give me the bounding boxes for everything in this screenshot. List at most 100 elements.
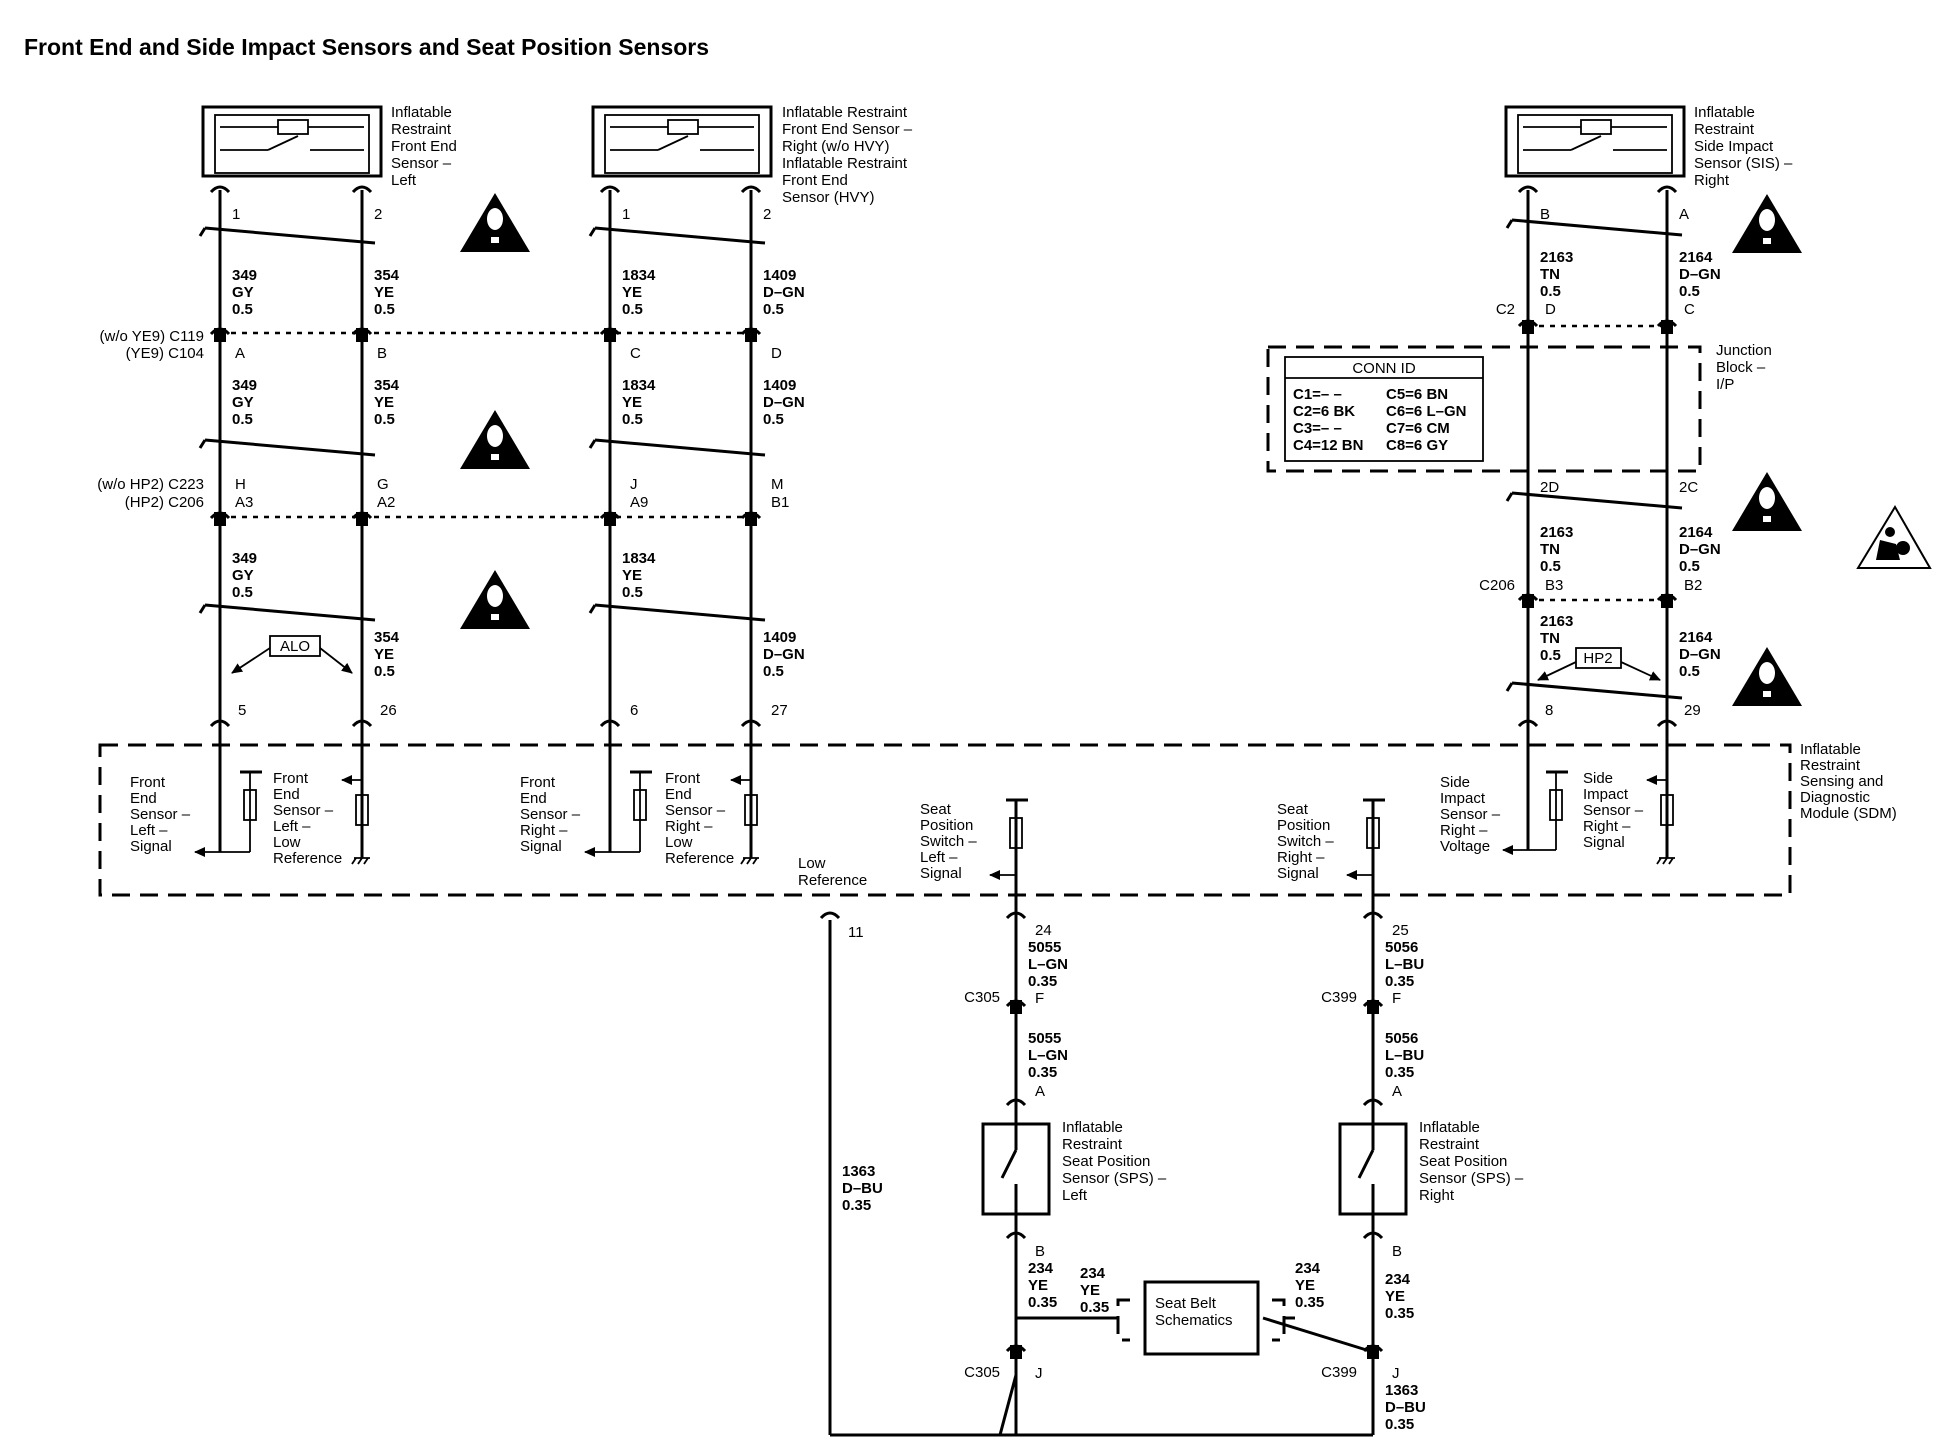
svg-text:F: F [1035,990,1044,1007]
svg-text:25: 25 [1392,922,1409,939]
svg-text:2: 2 [374,206,382,223]
svg-text:C5=6 BN: C5=6 BN [1386,386,1448,403]
warning-icon [1732,472,1802,531]
svg-text:C2: C2 [1496,301,1515,318]
svg-text:(w/o YE9) C119: (w/o YE9) C119 [100,328,205,345]
warning-icon [460,193,530,252]
svg-text:(HP2) C206: (HP2) C206 [125,494,204,511]
warning-icon [1732,194,1802,253]
svg-text:B2: B2 [1684,577,1702,594]
warning-icon [1732,647,1802,706]
svg-text:HP2: HP2 [1583,650,1612,667]
svg-text:B3: B3 [1545,577,1563,594]
svg-text:2C: 2C [1679,479,1698,496]
svg-text:M: M [771,476,784,493]
svg-text:C305: C305 [964,989,1000,1006]
svg-text:A2: A2 [377,494,395,511]
svg-text:C: C [630,345,641,362]
svg-text:29: 29 [1684,702,1701,719]
svg-text:C7=6 CM: C7=6 CM [1386,420,1450,437]
warning-icon [460,410,530,469]
svg-text:1: 1 [622,206,630,223]
svg-text:1: 1 [232,206,240,223]
front-end-sensor-right [591,105,773,178]
seat-belt-schematics-ref [1107,1280,1295,1356]
svg-text:11: 11 [848,924,864,941]
svg-text:A9: A9 [630,494,648,511]
svg-text:C: C [1684,301,1695,318]
seat-position-sensor-left [981,1122,1051,1216]
svg-text:C8=6 GY: C8=6 GY [1386,437,1448,454]
svg-text:C399: C399 [1321,989,1357,1006]
connector-labels: (w/o YE9) C119 (YE9) C104 (w/o HP2) C223… [97,301,1515,1381]
svg-text:A: A [1392,1083,1402,1100]
option-alo: ALO [231,635,353,674]
svg-text:B1: B1 [771,494,789,511]
svg-text:A: A [1679,206,1689,223]
svg-text:(YE9) C104: (YE9) C104 [126,345,204,362]
side-impact-sensor-right [1504,105,1686,178]
svg-text:D: D [771,345,782,362]
svg-text:F: F [1392,990,1401,1007]
svg-text:ALO: ALO [280,638,310,655]
svg-text:J: J [1392,1365,1400,1382]
svg-text:D: D [1545,301,1556,318]
svg-text:27: 27 [771,702,788,719]
svg-text:C6=6 L–GN: C6=6 L–GN [1386,403,1466,420]
svg-text:2: 2 [763,206,771,223]
svg-text:A3: A3 [235,494,253,511]
junction-block-ip [1266,345,1702,473]
svg-text:C1=– –: C1=– – [1293,386,1342,403]
svg-text:26: 26 [380,702,397,719]
twisted-pair-marks [198,218,1683,700]
svg-text:C399: C399 [1321,1364,1357,1381]
svg-text:5: 5 [238,702,246,719]
svg-text:C4=12 BN: C4=12 BN [1293,437,1363,454]
connector-pins [209,185,1678,1359]
svg-text:B: B [1392,1243,1402,1260]
svg-text:A: A [1035,1083,1045,1100]
sdm-module [98,743,1792,897]
seat-position-sensor-right [1338,1122,1408,1216]
svg-text:24: 24 [1035,922,1052,939]
conn-id-header: CONN ID [1352,360,1416,377]
warning-icon [460,570,530,629]
svg-text:G: G [377,476,389,493]
svg-text:2D: 2D [1540,479,1559,496]
